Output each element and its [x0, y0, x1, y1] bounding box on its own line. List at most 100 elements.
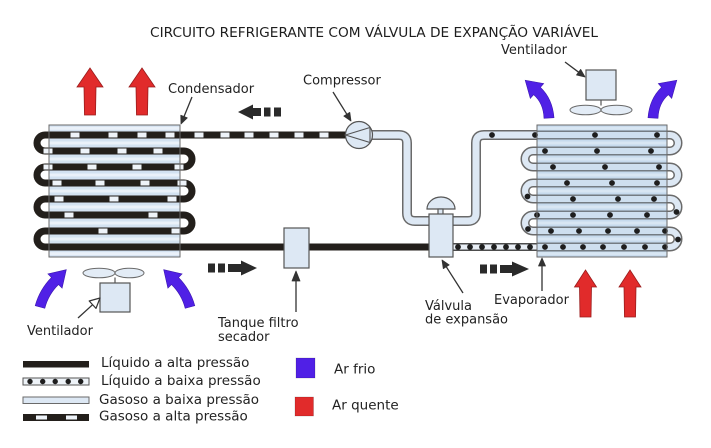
- diagram-title: CIRCUITO REFRIGERANTE COM VÁLVULA DE EXP…: [150, 24, 598, 41]
- gas-phase-marker: [117, 148, 127, 154]
- flow-direction-right-icon: [480, 261, 529, 277]
- callout-arrowhead-icon: [538, 257, 546, 267]
- evaporator-coil-tube: [522, 132, 681, 250]
- liquid-droplet-dot: [675, 236, 681, 243]
- legend-swatch-hot-air: [294, 396, 314, 417]
- fan-blade-right: [600, 104, 633, 116]
- arrow-head: [238, 104, 253, 120]
- fan-blade-left: [82, 267, 116, 279]
- liquid-droplet-dot: [644, 212, 650, 218]
- liquid-droplet-dot: [542, 148, 548, 154]
- cold-air-arrows-condenser: [34, 269, 196, 309]
- fin-highlight: [537, 205, 667, 209]
- gas-phase-marker: [109, 196, 119, 202]
- fin-highlight: [537, 157, 667, 161]
- filter-drier-label-line-2: secador: [218, 330, 270, 345]
- compressor-callout: Compressor: [303, 74, 382, 122]
- filter-drier-label-line-1: Tanque filtro: [217, 316, 299, 331]
- gas-phase-marker: [244, 132, 254, 138]
- hot-air-arrow-icon: [128, 67, 156, 116]
- evaporator-callout: Evaporador: [494, 257, 570, 308]
- liquid-droplet-dot: [654, 132, 660, 138]
- arrow-head: [512, 261, 529, 277]
- legend-item-hot-air: Ar quente: [294, 396, 399, 417]
- gas-phase-marker: [153, 148, 163, 154]
- liquid-refrigerant-dots: [455, 132, 681, 250]
- liquid-droplet-dot: [576, 228, 582, 234]
- condenser-fan: [82, 267, 145, 313]
- fin-highlight: [49, 173, 180, 177]
- expansion-valve: [426, 196, 456, 258]
- callout-line: [332, 91, 348, 115]
- condenser-coil-tube: [33, 131, 196, 251]
- filter-drier-tank: [283, 227, 310, 269]
- legend-swatch-liquid-high-pressure: [23, 361, 89, 368]
- liquid-droplet-dot: [673, 209, 680, 215]
- flow-direction-left-icon: [238, 104, 281, 120]
- evaporator-frame: [536, 124, 668, 258]
- gas-phase-marker: [165, 132, 175, 138]
- expansion-valve-label-line-2: de expansão: [425, 313, 508, 328]
- evaporator-label: Evaporador: [494, 293, 570, 308]
- condenser-fan-callout: Ventilador: [27, 297, 101, 339]
- fan-motor: [585, 69, 617, 101]
- liquid-droplet-dot: [524, 193, 531, 200]
- gas-phase-marker: [98, 228, 108, 234]
- liquid-droplet-dot: [525, 226, 531, 232]
- liquid-droplet-dot: [479, 244, 485, 250]
- gas-phase-markers: [43, 132, 329, 234]
- legend-swatch-cold-air: [295, 357, 316, 379]
- fin-highlight: [537, 141, 667, 145]
- callout-arrowhead-icon: [576, 69, 586, 78]
- cold-air-arrow-icon: [34, 269, 67, 309]
- fin-highlight: [537, 189, 667, 193]
- liquid-droplet-dot: [527, 244, 533, 250]
- liquid-droplet-dot: [651, 196, 657, 202]
- tank-body: [283, 227, 310, 269]
- condenser-frame: [48, 124, 181, 258]
- legend-label: Líquido a alta pressão: [101, 355, 249, 371]
- legend-label: Gasoso a baixa pressão: [99, 392, 259, 408]
- condenser-fan-label: Ventilador: [27, 324, 94, 339]
- fin-highlight: [537, 173, 667, 177]
- legend-swatch-dot: [65, 378, 71, 385]
- hot-air-arrow-icon: [76, 67, 104, 116]
- gas-phase-marker: [43, 148, 53, 154]
- fan-blade-left: [569, 104, 602, 116]
- gas-phase-marker: [52, 180, 62, 186]
- low-pressure-side: [372, 125, 683, 257]
- fan-motor: [99, 282, 131, 313]
- liquid-droplet-dot: [605, 228, 611, 234]
- hot-air-arrow-icon: [573, 269, 598, 318]
- liquid-droplet-dot: [634, 228, 640, 234]
- suction-line: [453, 131, 537, 225]
- legend-item-gas-low-pressure: Gasoso a baixa pressão: [22, 392, 259, 408]
- fin-highlight: [49, 126, 180, 130]
- arrow-dash: [218, 263, 225, 273]
- flow-direction-right-icon: [208, 260, 257, 276]
- evaporator-fan-label: Ventilador: [501, 43, 568, 58]
- liquid-droplet-dot: [550, 164, 556, 170]
- gas-phase-marker: [43, 164, 53, 170]
- arrow-dash: [480, 264, 487, 274]
- gas-phase-marker: [132, 164, 142, 170]
- gas-phase-marker: [80, 148, 90, 154]
- hot-air-arrows-evaporator: [573, 269, 642, 318]
- liquid-droplet-dot: [662, 228, 668, 234]
- callout-arrowhead-icon: [88, 297, 101, 309]
- arrow-dash: [264, 107, 271, 117]
- liquid-droplet-dot: [615, 196, 621, 202]
- liquid-droplet-dot: [570, 196, 576, 202]
- gas-phase-marker: [167, 196, 177, 202]
- gas-phase-marker: [64, 212, 74, 218]
- arrow-shaft: [228, 264, 242, 272]
- legend-swatch-dot: [52, 378, 58, 385]
- liquid-droplet-dot: [455, 244, 461, 250]
- condenser-fin-block: [49, 125, 180, 257]
- fin-highlight: [537, 126, 667, 130]
- legend-swatch-dot: [40, 378, 46, 385]
- gas-phase-marker: [95, 180, 105, 186]
- arrow-dash: [208, 263, 215, 273]
- fin-highlight: [537, 252, 667, 256]
